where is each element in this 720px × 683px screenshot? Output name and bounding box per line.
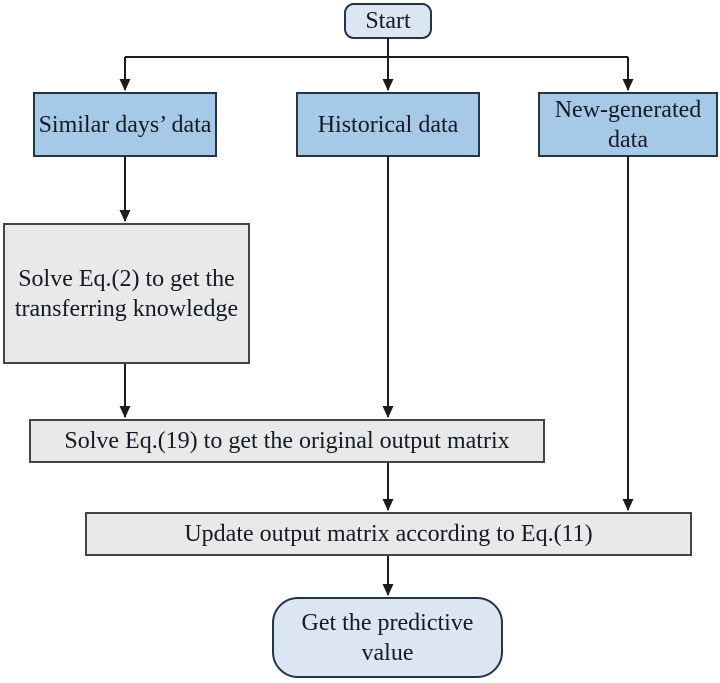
- node-solve-eq19: Solve Eq.(19) to get the original output…: [29, 419, 545, 463]
- node-similar-days-data: Similar days’ data: [33, 92, 217, 157]
- node-update-output-matrix: Update output matrix according to Eq.(11…: [85, 512, 692, 556]
- node-get-predictive-value: Get the predictive value: [272, 597, 503, 678]
- node-new-generated-data: New-generated data: [538, 92, 718, 157]
- node-start: Start: [344, 3, 432, 39]
- node-solve-eq2: Solve Eq.(2) to get the transferring kno…: [3, 223, 250, 364]
- node-historical-data: Historical data: [296, 92, 480, 157]
